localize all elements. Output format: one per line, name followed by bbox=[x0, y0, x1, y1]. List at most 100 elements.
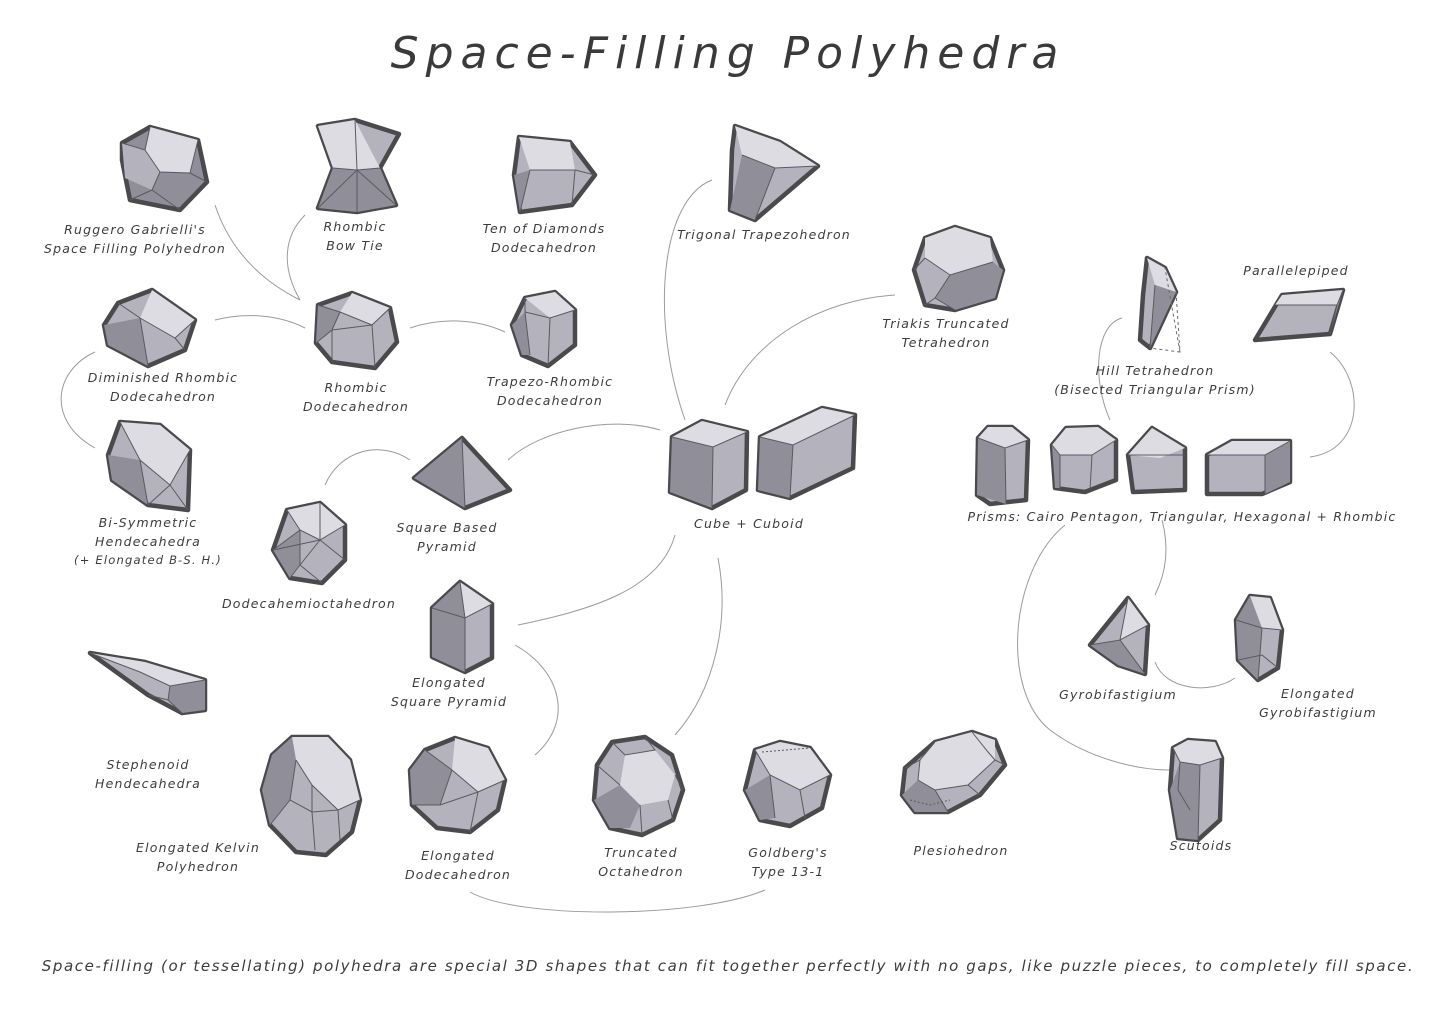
stephenoid-hendecahedra bbox=[87, 650, 208, 716]
label-cube-cuboid: Cube + Cuboid bbox=[694, 514, 804, 533]
label-line: Elongated bbox=[421, 848, 495, 863]
connector-lines bbox=[60, 179, 1355, 913]
label-line: Gyrobifastigium bbox=[1259, 705, 1377, 720]
connector-diminished-rhombic bbox=[214, 315, 306, 329]
label-line: Bi-Symmetric bbox=[98, 515, 198, 530]
label-bowtie: Rhombic Bow Tie bbox=[323, 217, 386, 255]
label-elongated-kelvin: Elongated Kelvin Polyhedron bbox=[136, 838, 260, 876]
label-line: Scutoids bbox=[1169, 838, 1233, 853]
elongated-gyrobifastigium bbox=[1233, 593, 1285, 683]
label-line: Truncated bbox=[604, 845, 678, 860]
connector-trigonal-cube bbox=[663, 179, 713, 421]
label-gabrielli: Ruggero Gabrielli's Space Filling Polyhe… bbox=[44, 220, 226, 258]
label-triakis: Triakis Truncated Tetrahedron bbox=[882, 314, 1009, 352]
label-ten-of-diamonds: Ten of Diamonds Dodecahedron bbox=[483, 219, 606, 257]
connector-cube-elongsqpyr bbox=[517, 534, 676, 626]
connector-cube-truncocta bbox=[674, 557, 723, 736]
rhombic-bow-tie bbox=[315, 117, 402, 215]
label-line: Cube + Cuboid bbox=[694, 516, 804, 531]
caption: Space-filling (or tessellating) polyhedr… bbox=[41, 957, 1415, 975]
gabrielli-polyhedron bbox=[119, 124, 210, 213]
label-line: Hendecahedra bbox=[95, 534, 201, 549]
label-rhombic-dodecahedron: Rhombic Dodecahedron bbox=[303, 378, 409, 416]
label-line: Pyramid bbox=[417, 539, 477, 554]
label-line: Type 13-1 bbox=[751, 864, 825, 879]
label-line: Diminished Rhombic bbox=[87, 370, 239, 385]
label-parallelepiped: Parallelepiped bbox=[1243, 261, 1349, 280]
hill-tetrahedron bbox=[1137, 255, 1181, 353]
ten-of-diamonds-dodecahedron bbox=[511, 134, 598, 215]
connector-elongdodeca-goldberg bbox=[469, 889, 766, 913]
label-line: Square Based bbox=[396, 520, 498, 535]
label-line: Stephenoid bbox=[106, 757, 190, 772]
label-line: Dodecahedron bbox=[109, 389, 217, 404]
elongated-kelvin-polyhedron bbox=[259, 734, 363, 858]
label-line: Dodecahedron bbox=[404, 867, 512, 882]
label-line: Prisms: Cairo Pentagon, Triangular, Hexa… bbox=[967, 509, 1397, 524]
label-line: Trapezo-Rhombic bbox=[486, 374, 614, 389]
label-line: Rhombic bbox=[324, 380, 388, 395]
label-line: Goldberg's bbox=[748, 845, 828, 860]
connector-pyramid-cube bbox=[507, 423, 661, 461]
connector-rhombic-trapezo bbox=[409, 320, 506, 333]
label-line: Elongated bbox=[1281, 686, 1355, 701]
elongated-dodecahedron bbox=[407, 735, 508, 835]
label-line: Bow Tie bbox=[326, 238, 384, 253]
connector-triakis-cube bbox=[724, 294, 896, 406]
label-line: Parallelepiped bbox=[1243, 263, 1349, 278]
label-dodecahemioctahedron: Dodecahemioctahedron bbox=[222, 594, 396, 613]
label-line: (+ Elongated B-S. H.) bbox=[74, 553, 222, 567]
label-hill-tetrahedron: Hill Tetrahedron (Bisected Triangular Pr… bbox=[1054, 361, 1256, 399]
label-gyrobifastigium: Gyrobifastigium bbox=[1059, 685, 1177, 704]
label-line: Elongated Kelvin bbox=[136, 840, 260, 855]
trapezo-rhombic-dodecahedron bbox=[509, 289, 578, 369]
hexagonal-prism bbox=[1049, 424, 1119, 495]
plesiohedron bbox=[899, 729, 1008, 815]
label-goldberg: Goldberg's Type 13-1 bbox=[748, 843, 827, 881]
connector-parallelepiped-prisms bbox=[1309, 351, 1355, 458]
connector-hill-prisms bbox=[1098, 317, 1123, 421]
cube bbox=[667, 418, 750, 511]
connector-prisms-scutoids bbox=[1017, 524, 1171, 771]
label-diminished-rhombic: Diminished Rhombic Dodecahedron bbox=[88, 368, 239, 406]
connector-dodecahemi-pyramid bbox=[324, 449, 411, 486]
connector-elongsqpyr-elongdodeca bbox=[514, 644, 559, 756]
label-truncated-octahedron: Truncated Octahedron bbox=[598, 843, 684, 881]
label-line: Ruggero Gabrielli's bbox=[64, 222, 206, 237]
connector-gabrielli-rhombic bbox=[214, 204, 301, 301]
label-scutoids: Scutoids bbox=[1170, 836, 1233, 855]
label-line: Plesiohedron bbox=[913, 843, 1009, 858]
label-line: Elongated bbox=[412, 675, 486, 690]
connector-bowtie-rhombic bbox=[286, 214, 306, 301]
label-line: Square Pyramid bbox=[390, 694, 508, 709]
scutoid bbox=[1167, 737, 1225, 843]
label-line: Dodecahemioctahedron bbox=[221, 596, 397, 611]
rhombic-dodecahedron bbox=[313, 290, 400, 371]
label-line: Triakis Truncated bbox=[882, 316, 1010, 331]
cairo-pentagon-prism bbox=[974, 424, 1031, 507]
label-bi-symmetric: Bi-Symmetric Hendecahedra (+ Elongated B… bbox=[74, 513, 222, 570]
label-elongated-square-pyramid: Elongated Square Pyramid bbox=[391, 673, 507, 711]
label-line: Dodecahedron bbox=[496, 393, 604, 408]
label-line: (Bisected Triangular Prism) bbox=[1054, 382, 1256, 397]
cuboid bbox=[755, 405, 858, 501]
label-line: Polyhedron bbox=[156, 859, 240, 874]
label-line: Dodecahedron bbox=[302, 399, 410, 414]
square-based-pyramid bbox=[411, 435, 513, 511]
triakis-truncated-tetrahedron bbox=[911, 224, 1006, 313]
goldberg-type-13-1 bbox=[742, 739, 833, 829]
label-square-pyramid: Square Based Pyramid bbox=[396, 518, 497, 556]
triangular-prism bbox=[1125, 425, 1188, 495]
label-line: Dodecahedron bbox=[490, 240, 598, 255]
label-line: Hendecahedra bbox=[95, 776, 201, 791]
label-line: Space Filling Polyhedron bbox=[43, 241, 227, 256]
trigonal-trapezohedron bbox=[727, 123, 821, 223]
parallelepiped bbox=[1252, 287, 1346, 343]
diminished-rhombic-dodecahedron bbox=[101, 287, 198, 369]
rhombic-prism bbox=[1204, 438, 1293, 497]
connector-diminished-bisym bbox=[60, 351, 96, 449]
page-title: Space-Filling Polyhedra bbox=[390, 28, 1066, 79]
label-line: Rhombic bbox=[323, 219, 387, 234]
